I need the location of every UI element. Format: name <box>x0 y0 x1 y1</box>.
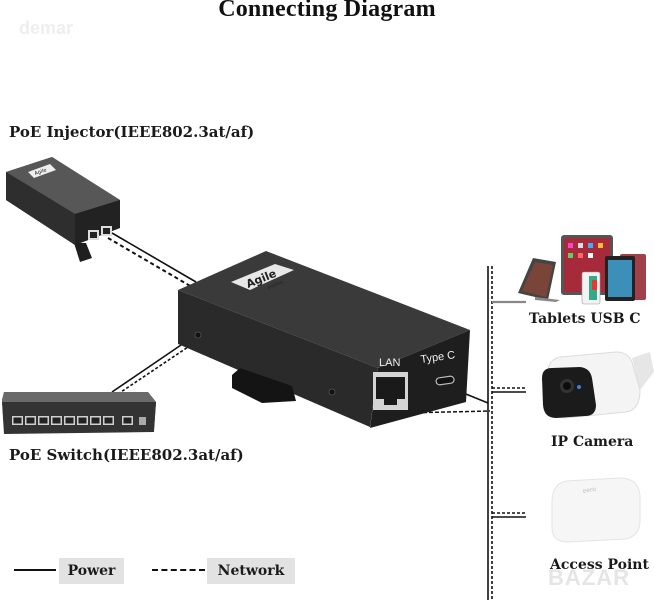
switch-power-jack <box>139 417 146 425</box>
screw-icon <box>194 331 202 339</box>
bus-line <box>487 266 493 600</box>
svg-text:eero: eero <box>582 486 597 495</box>
legend-network-label: Network <box>207 558 295 584</box>
screw-icon <box>328 388 336 396</box>
poe-injector: Agile <box>6 157 120 262</box>
tablets-label: Tablets USB C <box>529 311 641 327</box>
poe-splitter: Agile poeline LAN Type C <box>178 251 470 428</box>
injector-lan-port <box>88 230 99 240</box>
poe-injector-label: PoE Injector(IEEE802.3at/af) <box>9 123 255 141</box>
svg-text:poeline: poeline <box>267 279 285 291</box>
cable-injector-to-splitter <box>107 232 197 288</box>
poe-switch <box>2 392 156 434</box>
cable-switch-to-splitter <box>111 342 189 395</box>
usb-c-port <box>435 375 455 386</box>
lan-port <box>373 372 408 410</box>
legend-power-line <box>14 569 56 571</box>
tablets-image <box>518 235 646 305</box>
bottom-watermark: BAZAR <box>548 565 630 590</box>
type-c-port-label: Type C <box>420 349 456 366</box>
watermark: demar <box>19 18 74 38</box>
legend-network-line <box>152 569 205 571</box>
lan-port-label: LAN <box>379 357 400 369</box>
access-point-image: eero <box>551 477 641 543</box>
ip-camera-image <box>542 351 654 419</box>
legend-power-label: Power <box>59 558 124 584</box>
branch-camera <box>492 387 526 393</box>
svg-text:Agile: Agile <box>34 167 48 177</box>
ip-camera-label: IP Camera <box>551 434 634 450</box>
diagram-title: Connecting Diagram <box>218 0 436 22</box>
branch-access-point <box>492 512 526 518</box>
injector-logo: Agile <box>28 164 56 178</box>
injector-poe-port <box>101 226 112 236</box>
poe-switch-label: PoE Switch(IEEE802.3at/af) <box>9 446 244 464</box>
access-point-label: Access Point <box>550 557 649 573</box>
switch-ports <box>12 416 146 425</box>
